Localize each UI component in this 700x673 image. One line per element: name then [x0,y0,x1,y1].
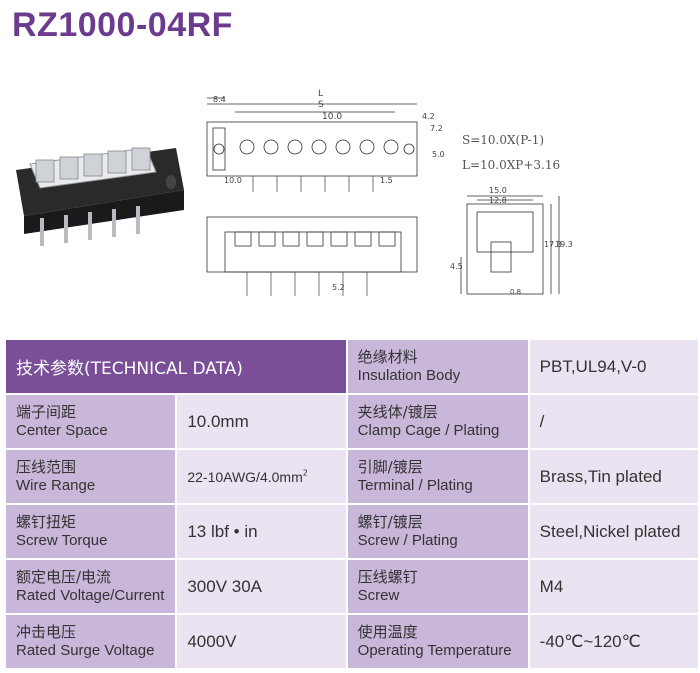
dim-label: 5.2 [332,283,345,292]
label-zh: 螺钉扭矩 [16,513,77,531]
dim-label: 10.0 [322,112,343,122]
row-label: 压线范围 Wire Range [6,449,178,505]
dim-label: S [318,100,324,110]
value-text: -40℃~120℃ [539,631,641,651]
table-row: 压线范围 Wire Range 22-10AWG/4.0mm2 引脚/镀层 Te… [6,449,700,505]
value-text: M4 [539,576,564,596]
value-text: PBT,UL94,V-0 [539,356,647,376]
row-value: -40℃~120℃ [528,614,700,670]
label-zh: 压线螺钉 [357,568,418,586]
row-value: PBT,UL94,V-0 [528,340,700,395]
label-en: Screw Torque [16,532,108,549]
label-en: Wire Range [16,477,96,494]
row-label: 螺钉/镀层 Screw / Plating [346,504,530,560]
table-header-label: 技术参数(TECHNICAL DATA) [16,359,243,379]
value-text: / [539,411,545,431]
label-zh: 绝缘材料 [357,348,418,366]
label-en: Rated Voltage/Current [16,587,165,604]
label-en: Screw / Plating [357,532,458,549]
length-formula: L=10.0XP+3.16 [462,158,561,172]
dim-label: 0.8 [510,288,522,296]
row-value: 10.0mm [176,394,348,450]
product-title: RZ1000-04RF [12,6,233,44]
superscript: 2 [302,468,308,478]
label-en: Insulation Body [357,367,461,384]
dim-label: 1.5 [380,176,393,185]
label-zh: 使用温度 [357,623,418,641]
dim-label: 4.2 [422,112,435,121]
table-row: 额定电压/电流 Rated Voltage/Current 300V 30A 压… [6,559,700,615]
label-zh: 额定电压/电流 [16,568,112,586]
dim-label: 10.0 [224,176,242,185]
dim-label: 15.0 [489,186,507,195]
value-text: 10.0mm [187,411,249,431]
row-label: 使用温度 Operating Temperature [346,614,530,670]
label-en: Center Space [16,422,108,439]
value-text: 4000V [187,631,237,651]
table-row: 冲击电压 Rated Surge Voltage 4000V 使用温度 Oper… [6,614,700,670]
dim-label: 8.4 [213,95,226,104]
row-value: 13 lbf • in [176,504,348,560]
dim-label: 17.3 [544,240,562,249]
value-text: Steel,Nickel plated [539,521,681,541]
row-value: / [528,394,700,450]
dim-label: 5.0 [432,150,445,159]
row-value: 22-10AWG/4.0mm2 [176,449,348,505]
value-text: 22-10AWG/4.0mm [187,469,303,485]
row-label: 端子间距 Center Space [6,394,178,450]
row-label: 冲击电压 Rated Surge Voltage [6,614,178,670]
row-value: M4 [528,559,700,615]
table-row: 技术参数(TECHNICAL DATA) 绝缘材料 Insulation Bod… [6,340,700,395]
label-en: Clamp Cage / Plating [357,422,500,439]
label-zh: 引脚/镀层 [357,458,423,476]
dim-label: L [318,89,324,99]
row-label: 夹线体/镀层 Clamp Cage / Plating [346,394,530,450]
technical-data-table: 技术参数(TECHNICAL DATA) 绝缘材料 Insulation Bod… [6,340,700,670]
technical-drawing [206,97,560,296]
row-value: Brass,Tin plated [528,449,700,505]
dim-label: 7.2 [430,124,443,133]
row-value: Steel,Nickel plated [528,504,700,560]
label-zh: 压线范围 [16,458,77,476]
label-en: Rated Surge Voltage [16,642,155,659]
dim-label: 12.8 [489,196,507,205]
label-zh: 冲击电压 [16,623,77,641]
label-zh: 端子间距 [16,403,77,421]
row-value: 4000V [176,614,348,670]
dim-label: 4.5 [450,262,463,271]
value-text: 300V 30A [187,576,263,596]
table-row: 端子间距 Center Space 10.0mm 夹线体/镀层 Clamp Ca… [6,394,700,450]
row-label: 绝缘材料 Insulation Body [346,340,530,395]
row-label: 引脚/镀层 Terminal / Plating [346,449,530,505]
label-en: Operating Temperature [357,642,512,659]
label-zh: 夹线体/镀层 [357,403,438,421]
spacing-formula: S=10.0X(P-1) [462,133,545,147]
value-text: Brass,Tin plated [539,466,662,486]
table-row: 螺钉扭矩 Screw Torque 13 lbf • in 螺钉/镀层 Scre… [6,504,700,560]
label-en: Terminal / Plating [357,477,473,494]
label-zh: 螺钉/镀层 [357,513,423,531]
table-header: 技术参数(TECHNICAL DATA) [6,340,348,395]
product-photo [16,147,184,246]
label-en: Screw [357,587,400,604]
row-label: 压线螺钉 Screw [346,559,530,615]
value-text: 13 lbf • in [187,521,258,541]
row-label: 螺钉扭矩 Screw Torque [6,504,178,560]
dim-label: 19.3 [555,240,573,249]
row-value: 300V 30A [176,559,348,615]
row-label: 额定电压/电流 Rated Voltage/Current [6,559,178,615]
